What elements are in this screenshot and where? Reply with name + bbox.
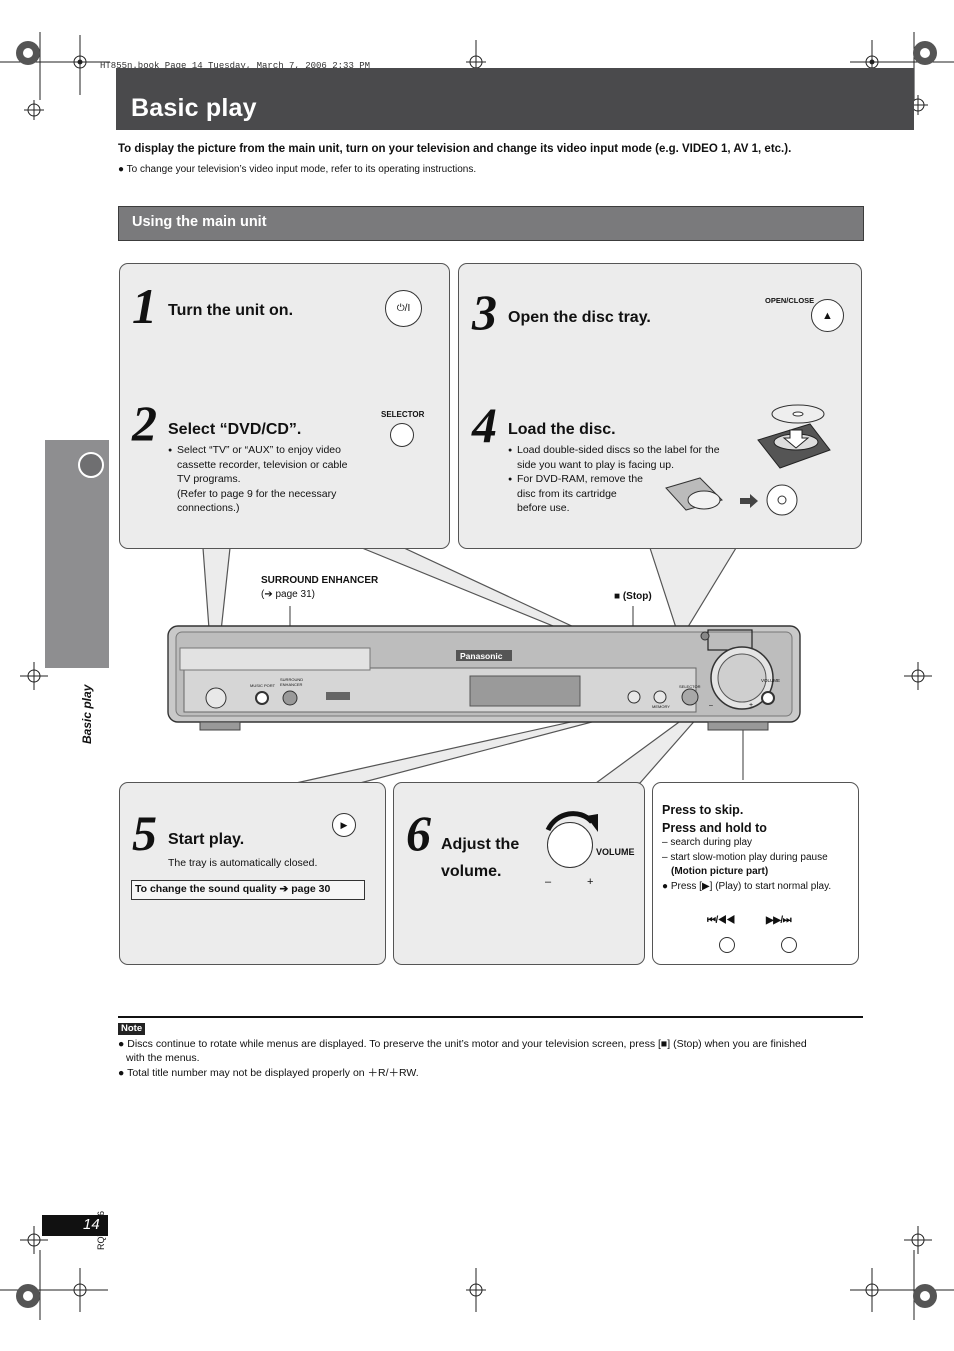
note-item-1: ● Discs continue to rotate while menus a… [118,1038,807,1064]
volume-plus: + [587,876,594,888]
open-close-button[interactable]: ▲ [811,299,844,332]
step-panel-6 [393,782,645,965]
power-button[interactable]: ⏻/I [385,290,422,327]
section-bar [118,206,864,241]
device-selector-label: SELECTOR [679,684,701,689]
step-title-2: Select “DVD/CD”. [168,421,302,438]
skip-next-label: ▶▶/⏭ [766,915,792,926]
stop-label: ■ (Stop) [614,591,652,602]
title-notch [893,68,914,95]
note-item-2: ● Total title number may not be displaye… [118,1067,419,1079]
surround-page-ref: (➔ page 31) [261,589,315,600]
step-number-4: 4 [472,397,497,453]
skip-details: – search during play – start slow-motion… [662,837,832,892]
step-title-1: Turn the unit on. [168,302,294,319]
selector-button[interactable] [390,423,414,447]
surround-enhancer-label: SURROUND ENHANCER [261,575,379,586]
intro-text: To display the picture from the main uni… [118,143,792,155]
step-title-4: Load the disc. [508,421,616,438]
disc-tray-illustration [665,404,831,516]
note-divider [118,1016,863,1018]
skip-prev-button[interactable] [719,937,735,953]
skip-panel [652,782,859,965]
volume-knob[interactable] [547,822,593,868]
note-tag: Note [118,1023,146,1035]
step-number-2: 2 [132,395,157,451]
main-unit-illustration [167,625,801,731]
step-number-5: 5 [132,805,157,861]
skip-prev-label: ⏮/◀◀ [707,915,735,926]
step4-bullet-2: For DVD-RAM, remove the disc from its ca… [508,472,643,516]
step-number-6: 6 [406,805,431,861]
print-info: HT855n.book Page 14 Tuesday, March 7, 20… [100,61,371,71]
device-minus-label: – [709,702,713,709]
step4-bullet-1: Load double-sided discs so the label for… [508,443,720,472]
device-memory-label: MEMORY [652,704,670,709]
step-number-3: 3 [472,284,497,340]
step2-bullet: Select “TV” or “AUX” to enjoy video cass… [168,443,347,516]
sound-quality-note: To change the sound quality ➔ page 30 [131,880,365,900]
step-panel-5 [119,782,386,965]
volume-arrow-icon [545,811,598,832]
open-close-label: OPEN/CLOSE [765,296,815,305]
play-button[interactable]: ▶ [332,813,356,837]
page-number-box [42,1215,108,1236]
step5-sub: The tray is automatically closed. [168,857,318,869]
title-bar [116,68,914,130]
page-title: Basic play [131,94,257,122]
device-surround-label: SURROUND ENHANCER [280,677,304,687]
side-tab [45,440,109,668]
volume-label: VOLUME [596,847,635,857]
step-title-3: Open the disc tray. [508,309,651,326]
section-title: Using the main unit [132,214,267,230]
step-number-1: 1 [132,278,157,334]
volume-minus: – [545,876,552,888]
step-title-5: Start play. [168,831,245,848]
intro-bullet: ● To change your television’s video inpu… [118,164,477,175]
brand-logo: Panasonic [458,651,505,661]
page-number: 14 [83,1216,100,1233]
device-plus-label: + [749,702,754,709]
selector-label: SELECTOR [381,410,425,419]
device-music-port-label: MUSIC PORT [250,683,276,688]
skip-title: Press to skip. Press and hold to [662,803,767,835]
device-volume-label: VOLUME [761,678,781,683]
step-title-6: Adjust the volume. [441,836,520,880]
disc-icon [78,452,104,478]
skip-next-button[interactable] [781,937,797,953]
